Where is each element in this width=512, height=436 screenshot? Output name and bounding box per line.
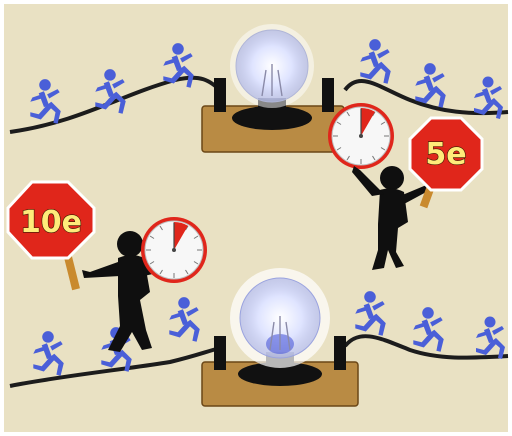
top-dial bbox=[328, 103, 394, 169]
bottom-dial bbox=[141, 217, 207, 283]
top-light-bulb bbox=[230, 24, 314, 108]
sign-label-10e: 10e bbox=[20, 205, 82, 240]
bottom-light-bulb bbox=[230, 268, 330, 368]
sign-label-5e: 5e bbox=[425, 137, 466, 172]
